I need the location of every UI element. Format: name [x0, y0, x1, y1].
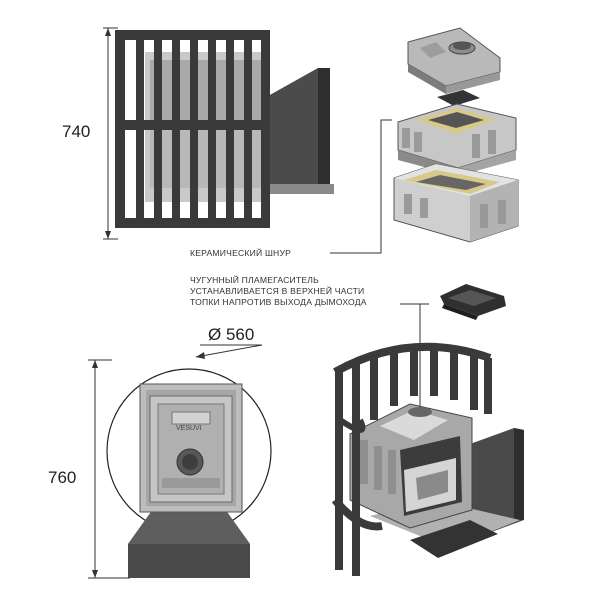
stone-cage-front: [115, 30, 270, 228]
stone-cage-curved: [331, 342, 492, 576]
exploded-view: КЕРАМИЧЕСКИЙ ШНУР: [190, 27, 519, 258]
stove-body-side: [268, 68, 330, 190]
ceramic-cord-label: КЕРАМИЧЕСКИЙ ШНУР: [190, 247, 291, 258]
flame-arrester-part: [440, 284, 506, 320]
firebox-cutaway: [349, 403, 473, 529]
flame-arrester-line3: ТОПКИ НАПРОТИВ ВЫХОДА ДЫМОХОДА: [190, 297, 367, 307]
flame-arrester-note: ЧУГУННЫЙ ПЛАМЕГАСИТЕЛЬ УСТАНАВЛИВАЕТСЯ В…: [190, 274, 506, 410]
diameter-label: Ø 560: [208, 325, 254, 344]
cutaway-view: [331, 342, 524, 576]
small-plate-part: [437, 90, 480, 106]
door-brand-text: VESUVI: [176, 425, 202, 432]
bottom-section-part: [393, 163, 519, 243]
flame-arrester-line2: УСТАНАВЛИВАЕТСЯ В ВЕРХНЕЙ ЧАСТИ: [190, 285, 364, 296]
ceramic-cord-leader: [330, 119, 392, 254]
height-label-bottom: 760: [48, 468, 76, 487]
height-dimension-top: [103, 27, 118, 240]
firebox-front: VESUVI: [139, 383, 243, 513]
height-dimension-bottom: [88, 359, 130, 579]
front-view: 760 Ø 560 VESUVI: [48, 325, 272, 579]
height-label-top: 740: [62, 122, 90, 141]
side-view: 740: [62, 27, 334, 240]
top-cover-part: [407, 27, 501, 94]
flame-arrester-line1: ЧУГУННЫЙ ПЛАМЕГАСИТЕЛЬ: [190, 274, 319, 285]
middle-section-part: [397, 103, 517, 176]
